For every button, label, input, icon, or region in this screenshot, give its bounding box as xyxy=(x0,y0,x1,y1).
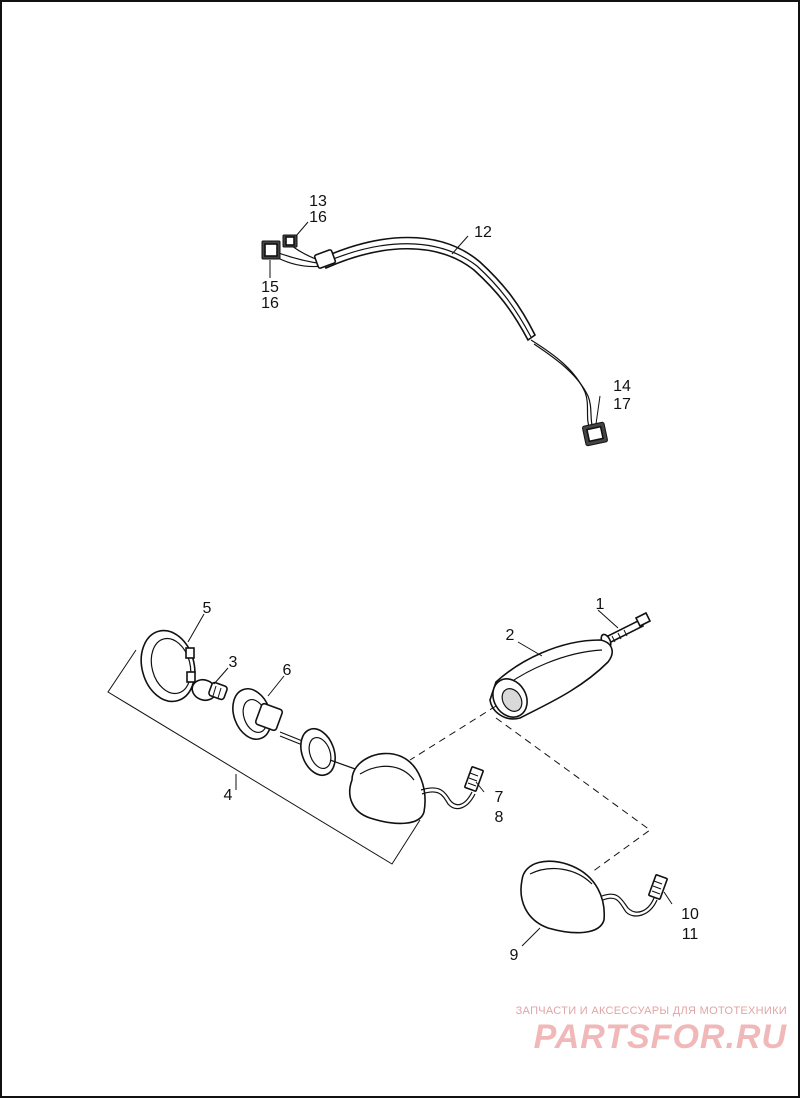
assembly-bracket xyxy=(107,649,421,865)
turn-signal-lamp-right xyxy=(520,860,668,934)
callout-1: 1 xyxy=(596,596,605,613)
callout-13: 13 xyxy=(309,193,327,210)
callout-8: 8 xyxy=(495,809,504,826)
callout-15: 15 xyxy=(261,279,279,296)
callout-2: 2 xyxy=(506,627,515,644)
callout-16-bottom: 16 xyxy=(261,295,279,312)
lamp-grommet xyxy=(300,727,359,777)
callout-10: 10 xyxy=(681,906,699,923)
wiring-harness xyxy=(261,234,608,447)
callout-6: 6 xyxy=(283,662,292,679)
callout-labels: 1 2 3 4 5 6 7 8 9 10 11 12 13 16 14 17 1… xyxy=(203,193,699,964)
callout-11: 11 xyxy=(682,926,699,943)
callout-4: 4 xyxy=(224,787,233,804)
turn-signal-lamp-left xyxy=(348,752,484,825)
callout-17: 17 xyxy=(613,396,631,413)
callout-12: 12 xyxy=(474,224,492,241)
assembly-lines xyxy=(409,705,651,873)
lens-ring xyxy=(140,629,196,703)
callout-7: 7 xyxy=(495,789,504,806)
callout-9: 9 xyxy=(510,947,519,964)
callout-14: 14 xyxy=(613,378,631,395)
callout-3: 3 xyxy=(229,654,238,671)
bulb xyxy=(191,678,228,702)
lamp-housing xyxy=(489,639,613,720)
watermark-tagline: ЗАПЧАСТИ И АКСЕССУАРЫ ДЛЯ МОТОТЕХНИКИ xyxy=(516,1005,787,1017)
leader-lines xyxy=(187,221,673,947)
watermark: ЗАПЧАСТИ И АКСЕССУАРЫ ДЛЯ МОТОТЕХНИКИ PA… xyxy=(516,1005,788,1056)
bulb-socket xyxy=(232,688,306,747)
callout-5: 5 xyxy=(203,600,212,617)
callout-16-top: 16 xyxy=(309,209,327,226)
watermark-brand: PARTSFOR.RU xyxy=(534,1018,788,1056)
